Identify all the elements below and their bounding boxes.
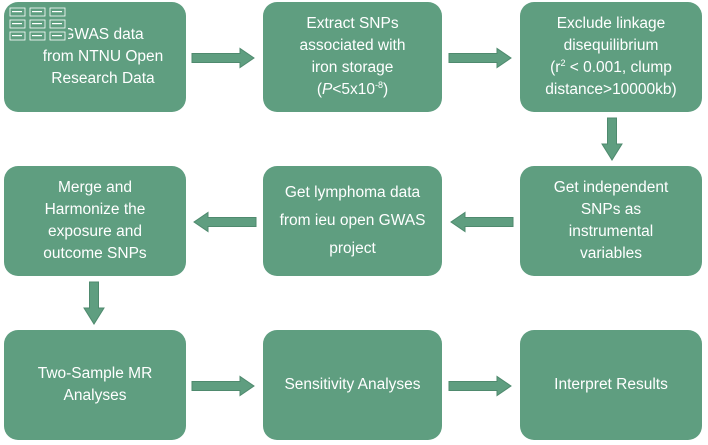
- step-exclude-ld-line-2: disequilibrium: [563, 37, 659, 54]
- arrow-down-icon: [83, 281, 105, 325]
- arrow-right-icon: [448, 375, 512, 397]
- step-merge-line-1: Merge and: [57, 179, 133, 196]
- step-independent-line-3: instrumental: [568, 223, 654, 240]
- step-merge-line-3: exposure and: [48, 223, 142, 240]
- arrow-right-icon: [448, 47, 512, 69]
- arrow-down-icon: [601, 117, 623, 161]
- step-exclude-ld-line-4: distance>10000kb): [545, 81, 677, 98]
- step-mr-line-1: Two-Sample MR: [37, 365, 153, 382]
- step-independent-line-1: Get independent: [553, 179, 669, 196]
- arrow-right-icon: [191, 47, 255, 69]
- step-sensitivity-line-1: Sensitivity Analyses: [284, 376, 421, 393]
- step-gwas-data-line-2: from NTNU Open: [42, 48, 164, 65]
- step-two-sample-mr: Two-Sample MR Analyses: [4, 330, 186, 440]
- embedded-thumbnail-icon: [8, 6, 68, 42]
- step-interpret-results: Interpret Results: [520, 330, 702, 440]
- step-exclude-ld-line-3: (r2 < 0.001, clump: [550, 57, 672, 76]
- arrow-right-icon: [191, 375, 255, 397]
- step-independent-snps: Get independent SNPs as instrumental var…: [520, 166, 702, 276]
- step-independent-line-4: variables: [579, 245, 643, 262]
- step-merge-harmonize: Merge and Harmonize the exposure and out…: [4, 166, 186, 276]
- step-get-lymphoma-data: Get lymphoma data from ieu open GWAS pro…: [263, 166, 442, 276]
- arrow-left-icon: [193, 211, 257, 233]
- step-extract-snps: Extract SNPs associated with iron storag…: [263, 2, 442, 112]
- step-gwas-data: GWAS data from NTNU Open Research Data: [4, 2, 186, 112]
- step-sensitivity-analyses: Sensitivity Analyses: [263, 330, 442, 440]
- step-interpret-line-1: Interpret Results: [554, 376, 668, 393]
- step-exclude-ld-line-1: Exclude linkage: [556, 15, 666, 32]
- step-extract-snps-line-1: Extract SNPs: [306, 15, 399, 32]
- step-exclude-ld: Exclude linkage disequilibrium (r2 < 0.0…: [520, 2, 702, 112]
- p-value-threshold: (P<5x10-8): [316, 79, 389, 98]
- step-gwas-data-line-3: Research Data: [51, 70, 155, 87]
- step-lymphoma-line-2: from ieu open GWAS: [279, 212, 426, 229]
- step-extract-snps-line-3: iron storage: [311, 59, 394, 76]
- step-merge-line-2: Harmonize the: [44, 201, 146, 218]
- step-independent-line-2: SNPs as: [580, 201, 642, 218]
- step-lymphoma-line-1: Get lymphoma data: [284, 184, 421, 201]
- step-merge-line-4: outcome SNPs: [43, 245, 147, 262]
- step-gwas-data-line-1: GWAS data: [62, 26, 144, 43]
- step-mr-line-2: Analyses: [63, 387, 127, 404]
- arrow-left-icon: [450, 211, 514, 233]
- step-extract-snps-line-2: associated with: [299, 37, 406, 54]
- step-lymphoma-line-3: project: [329, 240, 376, 257]
